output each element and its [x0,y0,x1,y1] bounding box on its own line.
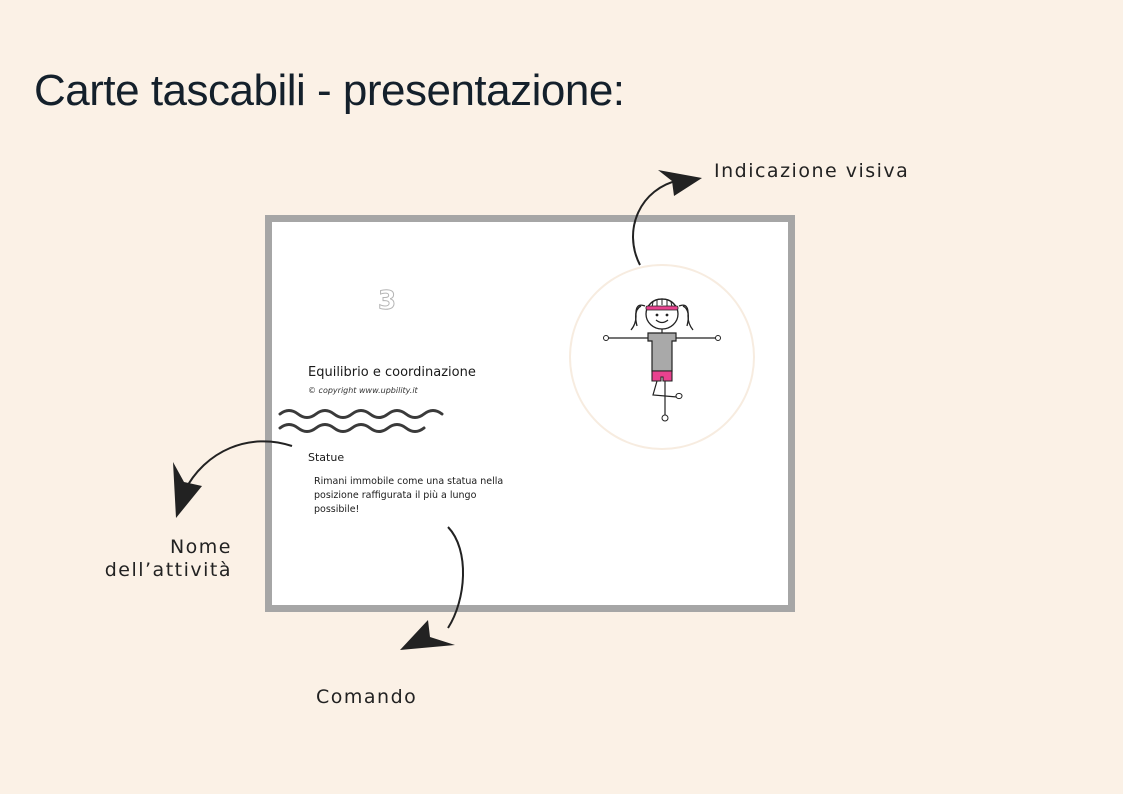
activity-name: Statue [308,451,345,464]
arrow-visual-icon [632,170,702,266]
arrow-name-icon [173,440,293,518]
annotation-activity-name: Nome dell’attività [82,536,232,582]
annotation-command: Comando [316,686,418,708]
activity-command: Rimani immobile come una statua nella po… [314,476,504,515]
card-copyright: © copyright www.upbility.it [308,386,418,395]
annotation-name-line1: Nome [169,536,232,558]
arrow-command-icon [400,526,465,650]
wavy-divider-icon [278,409,444,433]
annotation-name-line2: dell’attività [104,559,232,581]
card-number: 3 [377,286,397,317]
card-category: Equilibrio e coordinazione [308,365,476,380]
visual-indicator [571,266,753,448]
annotation-visual-indicator: Indicazione visiva [714,160,910,182]
pocket-card: 3 Equilibrio e coordinazione © copyright… [265,215,795,612]
page-title: Carte tascabili - presentazione: [34,66,625,115]
balancing-girl-icon [603,298,721,422]
